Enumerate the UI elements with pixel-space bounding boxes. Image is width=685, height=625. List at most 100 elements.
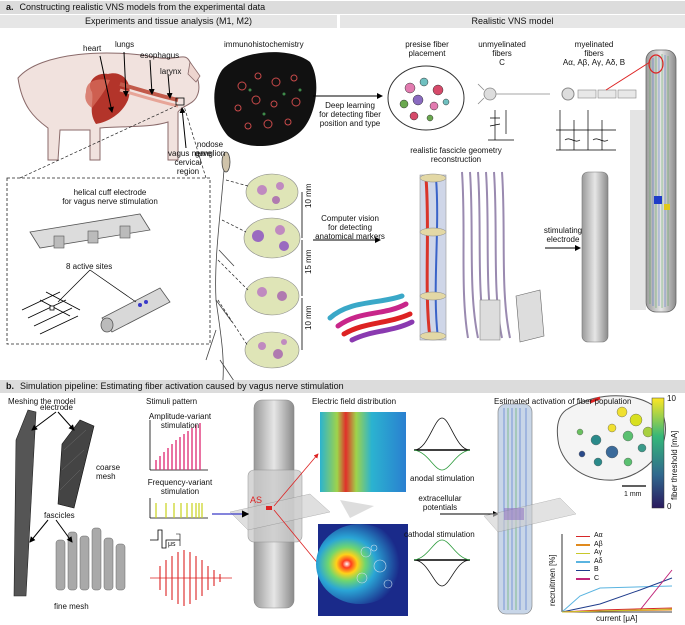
section-a-title: Constructing realistic VNS models from t… [19, 2, 266, 12]
legend-label: Aβ [594, 540, 603, 548]
colorbar-min: 0 [667, 502, 672, 511]
my-line2: fibers [584, 49, 604, 58]
dim-label-1: 10 mm [304, 183, 313, 208]
legend-label: Aγ [594, 549, 603, 556]
legend-item: Aδ [576, 558, 603, 567]
cathodal-label: cathodal stimulation [404, 530, 475, 539]
amp-line1: Amplitude-variant [148, 412, 212, 421]
efield-cross-section-map [316, 524, 408, 616]
cross-section-4 [244, 331, 300, 369]
my-line3: Aα, Aβ, Aγ, Aδ, B [562, 58, 626, 67]
efield-arrow-top [273, 453, 319, 507]
fascicles-pointer [29, 519, 49, 543]
nodose-label-line1: nodose [196, 140, 224, 149]
section-dashes [217, 179, 249, 347]
amp-line2: stimulation [160, 421, 200, 430]
dim-label-2: 15 mm [304, 249, 313, 274]
recruitment-plot [561, 534, 673, 613]
deep-learning-label: Deep learning for detecting fiber positi… [314, 101, 386, 128]
cathodal-potential-plot [413, 539, 471, 587]
cv-line3: anatomical markers [315, 232, 385, 241]
electrode-site-marker [175, 97, 185, 106]
vagus-label-line3: region [176, 167, 200, 176]
section-b-header: b.Simulation pipeline: Estimating fiber … [0, 380, 685, 393]
myelinated-label: myelinated fibers Aα, Aβ, Aγ, Aδ, B [556, 40, 632, 67]
efield-title: Electric field distribution [312, 397, 397, 406]
electrode-inset-box [6, 177, 211, 345]
colorbar-label: fiber threshold [mA] [670, 430, 679, 500]
precise-line2: placement [408, 49, 446, 58]
nodose-label: nodose ganglion [195, 140, 225, 158]
precise-line1: presise fiber [405, 40, 449, 49]
section-a-letter: a. [6, 2, 14, 12]
se-line1: stimulating [543, 226, 583, 235]
scale-label: 1 mm [624, 491, 642, 498]
anodal-potential-plot [413, 417, 471, 471]
inset-guide-line-1 [19, 105, 177, 179]
colorbar [651, 397, 665, 509]
computer-vision-label: Computer vision for detecting anatomical… [312, 214, 388, 241]
inset-guide-line-2 [183, 105, 207, 179]
freq-line2: stimulation [160, 487, 200, 496]
stimuli-title: Stimuli pattern [146, 397, 198, 406]
active-site-line-2 [89, 269, 137, 303]
cv-line1: Computer vision [321, 214, 379, 223]
myelinated-circuit [556, 110, 616, 151]
cross-section-2 [243, 217, 301, 259]
zoom-line [605, 61, 651, 91]
cv-line2: for detecting [327, 223, 373, 232]
extracellular-label: extracellular potentials [404, 494, 476, 512]
fascicles-label: fascicles [44, 511, 75, 520]
activation-title: Estimated activation of fiber population [494, 397, 632, 406]
active-site-line-1 [57, 269, 91, 303]
nodose-label-line2: ganglion [195, 149, 226, 158]
electrode-inset-title-line1: helical cuff electrode [73, 188, 147, 197]
legend-item: Aα [576, 532, 603, 541]
lungs-organ [85, 79, 110, 108]
electrode-inset-title: helical cuff electrode for vagus nerve s… [22, 188, 198, 206]
legend-swatch [576, 561, 590, 563]
mesh-fascicles-model [55, 527, 126, 591]
dl-line2: for detecting fiber [319, 110, 381, 119]
helical-cuff-electrode [29, 213, 151, 249]
anodal-label: anodal stimulation [410, 474, 475, 483]
frequency-label: Frequency-variant stimulation [144, 478, 216, 496]
heart-pointer [99, 55, 114, 113]
recruitment-x-label: current [μA] [596, 614, 638, 623]
ihc-section [214, 52, 317, 147]
amplitude-label: Amplitude-variant stimulation [144, 412, 216, 430]
larynx-pointer [166, 73, 173, 99]
freq-line1: Frequency-variant [147, 478, 213, 487]
unmyelinated-label: unmyelinated fibers C [470, 40, 534, 67]
precise-placement-label: presise fiber placement [396, 40, 458, 58]
simulation-nerve-model [229, 399, 331, 609]
legend-item: Aγ [576, 549, 603, 558]
section-b-title: Simulation pipeline: Estimating fiber ac… [20, 381, 344, 391]
legend-label: B [594, 566, 599, 573]
mesh-title: Meshing the model [8, 397, 76, 406]
dim-label-3: 10 mm [304, 305, 313, 330]
heart-label: heart [83, 44, 102, 53]
myelinated-neuron [561, 87, 637, 101]
cross-section-1 [245, 173, 299, 211]
vagus-label: vagus nerve cervical region [168, 149, 212, 176]
fiber-threshold-map [556, 395, 666, 487]
electrode-on-nerve [100, 287, 171, 333]
extra-line1: extracellular [418, 494, 462, 503]
recruitment-y-label: recruitmen [%] [548, 554, 557, 606]
esophagus-label: esophagus [140, 51, 180, 60]
legend-swatch [576, 578, 590, 580]
larynx-label: larynx [160, 67, 182, 76]
legend-item: Aβ [576, 541, 603, 550]
fine-mesh-pointer [55, 519, 73, 543]
frequency-variant-plot [149, 498, 208, 519]
extra-line2: potentials [422, 503, 458, 512]
activation-nerve-model [483, 403, 577, 615]
legend-label: C [594, 574, 600, 582]
electrode-pointer-b [31, 411, 57, 431]
rf-line1: realistic fascicle geometry [410, 146, 502, 155]
legend-swatch [576, 544, 590, 546]
legend-swatch [576, 535, 590, 537]
vagus-label-line2: cervical [174, 158, 202, 167]
